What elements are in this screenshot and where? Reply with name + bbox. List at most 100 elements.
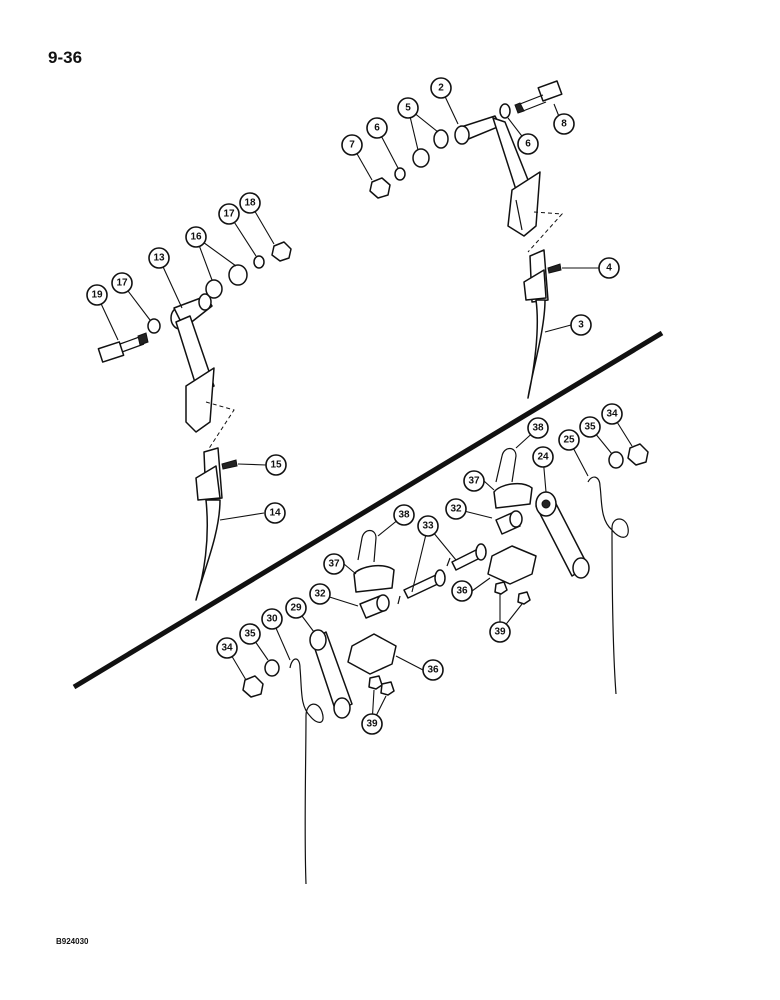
callout-7: 7: [341, 134, 363, 156]
callout-17-right: 17: [218, 203, 240, 225]
alignment-dashed-line-left: [205, 401, 235, 451]
nut-part-34-right: [627, 443, 649, 466]
svg-text:14: 14: [269, 508, 281, 519]
lower-left-tine-assembly: [242, 529, 446, 885]
arm-part-2: [454, 115, 541, 237]
callout-30: 30: [261, 608, 283, 630]
washer-part-5-large: [433, 129, 449, 149]
svg-text:35: 35: [244, 629, 256, 640]
callout-38-lower: 38: [393, 504, 415, 526]
arm-part-29: [309, 629, 353, 719]
mount-block-part-36-lower: [347, 633, 397, 675]
svg-text:35: 35: [584, 422, 596, 433]
callout-3: 3: [570, 314, 592, 336]
washer-part-16-small: [205, 279, 223, 299]
spring-tine-part-3: [523, 249, 549, 399]
spring-tine-part-30: [289, 658, 324, 885]
svg-text:17: 17: [116, 278, 128, 289]
mount-block-part-36-upper: [487, 545, 537, 585]
bushing-part-32-lower: [359, 594, 390, 619]
nut-part-18: [271, 241, 292, 262]
svg-text:36: 36: [456, 586, 468, 597]
svg-text:8: 8: [561, 119, 567, 130]
svg-text:17: 17: [223, 209, 235, 220]
svg-text:37: 37: [468, 476, 480, 487]
u-bolt-part-38-lower: [357, 529, 377, 563]
washer-part-35-left: [264, 659, 280, 677]
callout-4: 4: [598, 257, 620, 279]
svg-text:13: 13: [153, 253, 165, 264]
washer-part-6-left: [394, 167, 406, 181]
u-bolt-part-38-upper: [495, 447, 517, 483]
svg-text:18: 18: [244, 198, 256, 209]
callout-34-right: 34: [601, 403, 623, 425]
svg-text:30: 30: [266, 614, 278, 625]
washer-part-35-right: [608, 451, 624, 469]
callout-36-upper: 36: [451, 580, 473, 602]
lock-nut-part-39-lower-left: [368, 675, 383, 690]
callout-24: 24: [532, 446, 554, 468]
callout-19: 19: [86, 284, 108, 306]
arm-part-24: [535, 491, 590, 579]
svg-text:32: 32: [450, 504, 462, 515]
washer-part-17-right: [253, 255, 265, 269]
callout-25: 25: [558, 429, 580, 451]
washer-part-5-small: [412, 148, 430, 168]
svg-text:39: 39: [366, 719, 378, 730]
lower-right-tine-assembly: [446, 443, 649, 695]
svg-text:32: 32: [314, 589, 326, 600]
svg-text:36: 36: [427, 665, 439, 676]
clamp-part-37-upper: [493, 482, 533, 509]
callout-2: 2: [430, 77, 452, 99]
callout-17-left: 17: [111, 272, 133, 294]
bolt-part-19: [97, 332, 149, 363]
lock-nut-part-39-lower-right: [380, 681, 395, 696]
svg-text:38: 38: [398, 510, 410, 521]
spring-tine-part-14: [195, 447, 223, 601]
svg-text:39: 39: [494, 627, 506, 638]
svg-text:38: 38: [532, 423, 544, 434]
callout-14: 14: [264, 502, 286, 524]
washer-part-17-left: [147, 318, 161, 334]
callout-33: 33: [417, 515, 439, 537]
callout-6-upper-right: 6: [517, 133, 539, 155]
diagonal-divider-line: [72, 330, 664, 690]
callout-35-right: 35: [579, 416, 601, 438]
svg-text:24: 24: [537, 452, 549, 463]
callout-8: 8: [553, 113, 575, 135]
callout-35-left: 35: [239, 623, 261, 645]
callout-16: 16: [185, 226, 207, 248]
callout-18: 18: [239, 192, 261, 214]
svg-text:5: 5: [405, 103, 411, 114]
svg-text:4: 4: [606, 263, 612, 274]
callout-32-lower: 32: [309, 583, 331, 605]
callout-34-left: 34: [216, 637, 238, 659]
callout-37-lower: 37: [323, 553, 345, 575]
svg-text:25: 25: [563, 435, 575, 446]
callout-37-upper: 37: [463, 470, 485, 492]
svg-text:7: 7: [349, 140, 355, 151]
spring-tine-part-25: [587, 476, 629, 695]
nut-part-7: [369, 177, 391, 199]
svg-text:19: 19: [91, 290, 103, 301]
callout-39-lower: 39: [361, 713, 383, 735]
callout-36-lower: 36: [422, 659, 444, 681]
svg-text:29: 29: [290, 603, 302, 614]
screw-part-4: [547, 263, 562, 274]
svg-text:6: 6: [525, 139, 531, 150]
callout-39-upper: 39: [489, 621, 511, 643]
bolt-part-8: [514, 80, 563, 114]
screw-part-15: [221, 459, 238, 470]
upper-left-tine-assembly: [97, 241, 292, 601]
leader-lines: [96, 87, 633, 725]
callout-32-upper: 32: [445, 498, 467, 520]
lock-nut-part-39-upper-left: [494, 581, 508, 595]
callout-13: 13: [148, 247, 170, 269]
callout-38-upper: 38: [527, 417, 549, 439]
svg-text:16: 16: [190, 232, 202, 243]
callout-15: 15: [265, 454, 287, 476]
bushing-part-32-upper: [495, 510, 523, 535]
alignment-dashed-line-upper: [527, 211, 564, 253]
callout-5: 5: [397, 97, 419, 119]
